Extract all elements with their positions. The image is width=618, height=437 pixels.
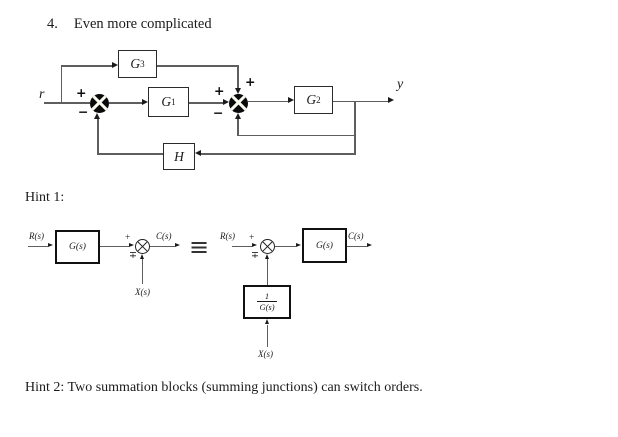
fraction-denominator: G(s): [257, 301, 277, 312]
connector-line: [237, 65, 239, 88]
connector-line: [28, 245, 48, 247]
sum1-left-sign: +: [76, 85, 87, 100]
hint1-right-block-gs: G(s): [302, 228, 347, 263]
arrowhead-icon: [94, 112, 100, 119]
hint1-left-block-gs: G(s): [55, 230, 100, 264]
connector-line: [201, 153, 356, 155]
hint1-inverse-block: 1 G(s): [243, 285, 291, 319]
equivalence-icon: ≡: [189, 233, 210, 261]
hint1-left-sum-bottom-sign: ∓: [129, 251, 137, 261]
arrowhead-icon: [195, 150, 201, 157]
sum2-left-sign: +: [214, 83, 225, 98]
arrowhead-icon: [234, 87, 241, 94]
connector-line: [267, 259, 269, 285]
connector-line: [109, 102, 142, 104]
arrowhead-icon: [139, 254, 144, 259]
block-g3-label: G: [130, 56, 141, 71]
arrowhead-icon: [367, 243, 372, 248]
sum2-bottom-sign: −: [213, 105, 224, 120]
block-g1-label: G: [161, 94, 172, 109]
hint1-left-summing-junction: [135, 239, 150, 254]
block-g1-subscript: 1: [171, 97, 176, 107]
arrowhead-icon: [234, 112, 241, 119]
hint1-right-summing-junction: [260, 239, 275, 254]
section-number: 4.: [47, 16, 58, 32]
input-signal-label: r: [39, 87, 45, 102]
hint1-left-bottom-input-label: X(s): [135, 287, 150, 297]
hint1-right-input-label: R(s): [220, 231, 235, 241]
section-title: Even more complicated: [73, 16, 212, 32]
hint1-left-block-label: G(s): [69, 242, 86, 252]
connector-line: [44, 102, 90, 104]
connector-line: [150, 245, 175, 247]
connector-line: [97, 153, 163, 155]
arrowhead-icon: [112, 62, 118, 69]
arrowhead-icon: [252, 243, 257, 248]
arrowhead-icon: [288, 97, 294, 103]
block-g2-subscript: 2: [316, 95, 321, 105]
hint1-right-block-label: G(s): [316, 240, 333, 251]
hint1-right-output-label: C(s): [348, 231, 364, 241]
connector-line: [238, 134, 356, 136]
sum1-bottom-sign: −: [78, 104, 89, 119]
fraction-numerator: 1: [264, 291, 270, 301]
arrowhead-icon: [142, 98, 148, 105]
hint1-right-sum-left-sign: +: [249, 233, 255, 243]
arrowhead-icon: [48, 243, 53, 248]
arrowhead-icon: [222, 98, 229, 105]
section-heading: 4. Even more complicated: [47, 16, 212, 33]
summing-junction-1: [90, 93, 109, 113]
arrowhead-icon: [296, 243, 301, 248]
connector-line: [267, 325, 269, 347]
hint1-right-bottom-input-label: X(s): [258, 349, 273, 359]
block-h: H: [163, 143, 195, 170]
block-h-label: H: [174, 148, 184, 164]
arrowhead-icon: [388, 97, 394, 103]
connector-line: [333, 100, 388, 102]
connector-line: [97, 118, 99, 154]
connector-line: [60, 65, 112, 67]
connector-line: [157, 65, 239, 67]
hint1-right-sum-bottom-sign: ∓: [251, 251, 259, 261]
connector-line: [60, 65, 62, 104]
output-signal-label: y: [397, 77, 404, 92]
arrowhead-icon: [175, 243, 180, 248]
arrowhead-icon: [264, 319, 269, 324]
connector-line: [247, 100, 288, 102]
connector-line: [275, 245, 296, 247]
hint1-left-sum-left-sign: +: [125, 233, 131, 243]
hint2-text: Hint 2: Two summation blocks (summing ju…: [25, 380, 423, 395]
arrowhead-icon: [264, 254, 269, 259]
sum2-top-sign: +: [245, 74, 256, 89]
connector-line: [232, 245, 252, 247]
connector-line: [100, 245, 129, 247]
connector-line: [142, 259, 144, 284]
connector-line: [354, 100, 356, 155]
hint1-left-input-label: R(s): [29, 231, 44, 241]
summing-junction-2: [228, 93, 248, 113]
inverse-fraction: 1 G(s): [257, 291, 277, 312]
connector-line: [347, 245, 367, 247]
hint1-label: Hint 1:: [25, 190, 65, 205]
block-g3-subscript: 3: [140, 59, 145, 69]
hint1-left-output-label: C(s): [156, 231, 172, 241]
block-g2-label: G: [306, 92, 317, 107]
connector-line: [189, 102, 223, 104]
arrowhead-icon: [129, 243, 134, 248]
connector-line: [237, 118, 239, 136]
